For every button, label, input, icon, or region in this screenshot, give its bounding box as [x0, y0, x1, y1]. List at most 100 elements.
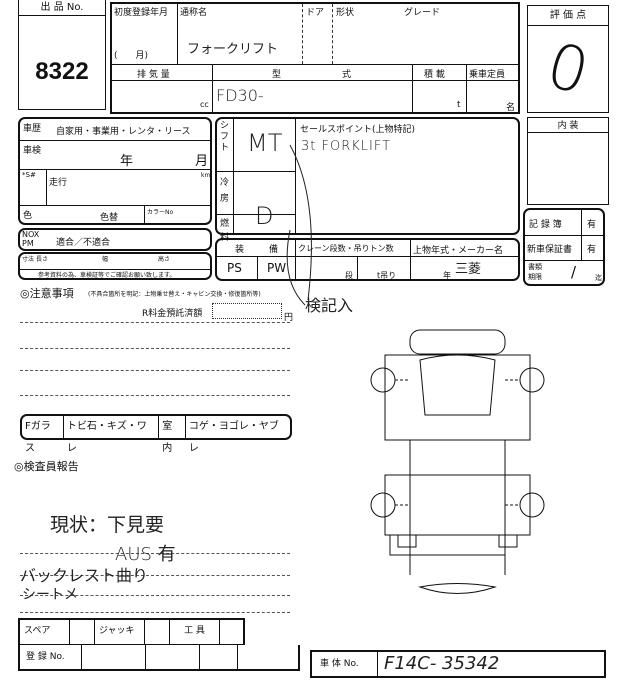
upper-year-unit: 年 — [443, 271, 451, 280]
interior-box: 内 装 — [527, 117, 609, 205]
inspector-line-3: バックレスト曲り — [20, 566, 149, 585]
capacity-label: 乗車定員 — [469, 70, 506, 80]
docs-label-1: 書類 — [528, 263, 542, 271]
dan-unit: 段 — [345, 271, 353, 280]
tools-label: 工 具 — [170, 620, 220, 644]
capacity-unit: 名 — [506, 103, 516, 113]
vehicle-diagram — [370, 329, 545, 594]
tools-field[interactable] — [220, 620, 243, 644]
recycle-amount-field[interactable] — [212, 303, 282, 319]
lot-label: 出 品 No. — [19, 0, 105, 16]
registration-label: 登 録 No. — [20, 645, 82, 669]
history-box: 車歴 自家用・事業用・レンタ・リース 車検 年 月 *S# 走行 km 色 色替… — [18, 117, 212, 225]
displacement-label: 排 気 量 — [137, 70, 170, 80]
t-tsuri-unit: t吊り — [377, 271, 397, 280]
color-change-label: 色替 — [100, 213, 119, 223]
inspection-label: 車検 — [23, 146, 42, 156]
nox-box: NOX PM 適合／不適合 — [18, 228, 212, 251]
score-box: 評 価 点 0 — [527, 5, 609, 113]
notes-subtitle: (不具合箇所を明記：上物乗せ替え・キャビン交換・修復箇所等) — [88, 291, 261, 298]
ac-label: 冷房 — [220, 178, 230, 204]
load-label: 積 載 — [424, 70, 445, 80]
score-label: 評 価 点 — [528, 6, 608, 26]
grade-label: グレード — [404, 8, 441, 18]
shape-label: 形状 — [336, 8, 355, 18]
warranty-label: 新車保証書 — [527, 245, 573, 255]
color-no-label: カラーNo — [147, 209, 174, 216]
color-label: 色 — [23, 211, 33, 221]
notes-title: ◎注意事項 — [20, 287, 74, 300]
size-note: 参考資料の為、車検証等でご確認お願い致します。 — [38, 272, 176, 279]
inspector-line-1: 現状：下見要 — [50, 514, 165, 536]
ps-label: PS — [227, 261, 242, 275]
spare-field[interactable] — [70, 620, 95, 644]
margin-note: 検記入 — [305, 296, 354, 315]
lot-number: 8322 — [35, 58, 89, 85]
sales-point-label: セールスポイント(上物特記) — [300, 125, 416, 135]
lot-box: 出 品 No. 8322 — [18, 0, 106, 110]
history-label: 車歴 — [23, 124, 42, 134]
shift-value: MT — [247, 129, 283, 157]
pm-label: PM — [22, 239, 34, 248]
inspection-year-unit: 年 — [120, 154, 134, 169]
f-glass-label: Fガラス — [22, 416, 64, 454]
chassis-box: 車 体 No. F14C- 35342 — [310, 650, 606, 678]
inspection-month-unit: 月 — [195, 154, 209, 169]
name-label: 通称名 — [180, 8, 208, 18]
nox-value: 適合／不適合 — [56, 238, 111, 248]
door-label: ドア — [306, 8, 325, 18]
size-height: 高さ — [158, 256, 171, 263]
size-length: 長さ — [36, 256, 49, 263]
upper-label: 上物年式・メーカー名 — [413, 246, 504, 256]
crane-label: クレーン段数・吊りトン数 — [298, 244, 394, 253]
model-label-1: 型 — [272, 70, 282, 80]
history-options: 自家用・事業用・レンタ・リース — [56, 127, 191, 137]
size-box: 寸法 長さ 幅 高さ 参考資料の為、車検証等でご確認お願い致します。 — [18, 252, 212, 280]
name-value: フォークリフト — [187, 42, 279, 57]
km-unit: km — [201, 172, 211, 179]
first-reg-label: 初度登録年月 — [114, 8, 169, 18]
equipment-box: 装 備 PS PW クレーン段数・吊りトン数 段 t吊り 上物年式・メーカー名 … — [215, 238, 520, 281]
vehicle-info-box: 初度登録年月 ( 月) 通称名 フォークリフト ドア 形状 グレード 排 気 量… — [110, 2, 520, 114]
model-label-2: 式 — [342, 70, 352, 80]
jack-field[interactable] — [145, 620, 170, 644]
shift-box: シフト MT 冷房 燃料 D セールスポイント(上物特記) 3t FORKLIF… — [215, 117, 520, 243]
chassis-label: 車 体 No. — [312, 652, 378, 676]
annotation-arrow — [286, 144, 312, 306]
interior-damage-label: コゲ・ヨゴレ・ヤブレ — [188, 421, 279, 454]
warranty-value: 有 — [587, 245, 597, 255]
nox-label: NOX — [22, 230, 40, 239]
recycle-label: R料金預託済額 — [142, 309, 203, 319]
shift-label: シフト — [220, 121, 230, 153]
docs-unit: 迄 — [595, 274, 602, 282]
docs-label-2: 期限 — [528, 273, 542, 281]
interior-label: 内 装 — [528, 118, 608, 133]
record-book-label: 記 録 簿 — [529, 220, 562, 230]
load-unit: t — [457, 100, 461, 110]
size-dims: 寸法 — [22, 256, 35, 263]
records-box: 記 録 簿 有 新車保証書 有 書類 期限 / 迄 — [523, 208, 605, 286]
cc-unit: cc — [200, 100, 209, 109]
chassis-value: F14C- 35342 — [384, 653, 500, 674]
inspector-line-2: AUS 有 — [115, 544, 176, 565]
equipment-label-2: 備 — [269, 245, 279, 255]
equipment-label-1: 装 — [235, 245, 245, 255]
maker-value: 三菱 — [455, 262, 482, 277]
inspector-line-4: シートメ — [22, 587, 78, 603]
score-value: 0 — [539, 28, 597, 109]
glass-box: Fガラス トビ石・キズ・ワレ 室内 コゲ・ヨゴレ・ヤブレ — [20, 414, 292, 454]
registration-box: 登 録 No. — [18, 645, 300, 671]
pw-label: PW — [267, 261, 287, 275]
jack-label: ジャッキ — [95, 620, 145, 644]
record-book-value: 有 — [587, 220, 597, 230]
sales-point-value: 3t FORKLIFT — [301, 139, 392, 154]
month-label: ( 月) — [114, 51, 149, 61]
yen-unit: 円 — [284, 313, 294, 323]
glass-damage-label: トビ石・キズ・ワレ — [64, 416, 160, 454]
tools-box: スペア ジャッキ 工 具 — [18, 618, 245, 645]
interior-room-label: 室内 — [159, 416, 186, 454]
size-width: 幅 — [102, 256, 109, 263]
mileage-label: 走行 — [49, 178, 68, 188]
model-value: FD30- — [216, 86, 264, 105]
inspector-title: ◎検査員報告 — [14, 460, 79, 473]
